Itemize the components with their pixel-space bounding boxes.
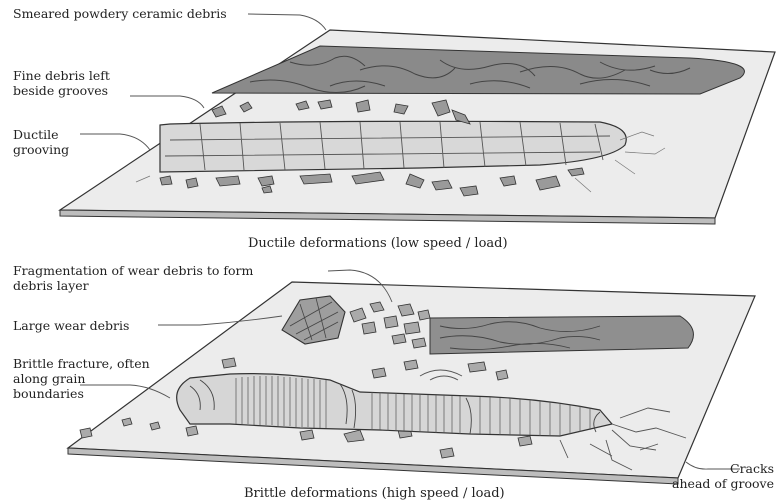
caption-brittle: Brittle deformations (high speed / load) <box>244 486 505 501</box>
label-ductile-line1: Ductile <box>13 127 69 142</box>
label-fine-debris-line2: beside grooves <box>13 83 110 98</box>
top-panel-drawing <box>60 30 775 224</box>
label-cracks: Cracks ahead of groove <box>660 461 774 491</box>
leader-smeared <box>248 14 326 30</box>
label-smeared-debris: Smeared powdery ceramic debris <box>13 6 227 21</box>
label-ductile-line2: grooving <box>13 142 69 157</box>
label-ductile-grooving: Ductile grooving <box>13 127 69 157</box>
label-fragmentation-line1: Fragmentation of wear debris to form <box>13 263 253 278</box>
label-brittle-fracture: Brittle fracture, often along grain boun… <box>13 356 150 401</box>
leader-ductile <box>80 134 150 150</box>
bottom-panel-drawing <box>68 282 755 484</box>
label-fragmentation-line2: debris layer <box>13 278 253 293</box>
caption-ductile: Ductile deformations (low speed / load) <box>248 236 508 251</box>
label-fine-debris-line1: Fine debris left <box>13 68 110 83</box>
label-cracks-line1: Cracks <box>660 461 774 476</box>
label-brittle-line3: boundaries <box>13 386 150 401</box>
label-large-wear-debris: Large wear debris <box>13 318 129 333</box>
label-brittle-line2: along grain <box>13 371 150 386</box>
debris-layer-band <box>430 316 693 354</box>
label-cracks-line2: ahead of groove <box>660 476 774 491</box>
label-fine-debris: Fine debris left beside grooves <box>13 68 110 98</box>
label-brittle-line1: Brittle fracture, often <box>13 356 150 371</box>
label-fragmentation: Fragmentation of wear debris to form deb… <box>13 263 253 293</box>
leader-fine-debris <box>130 96 204 108</box>
